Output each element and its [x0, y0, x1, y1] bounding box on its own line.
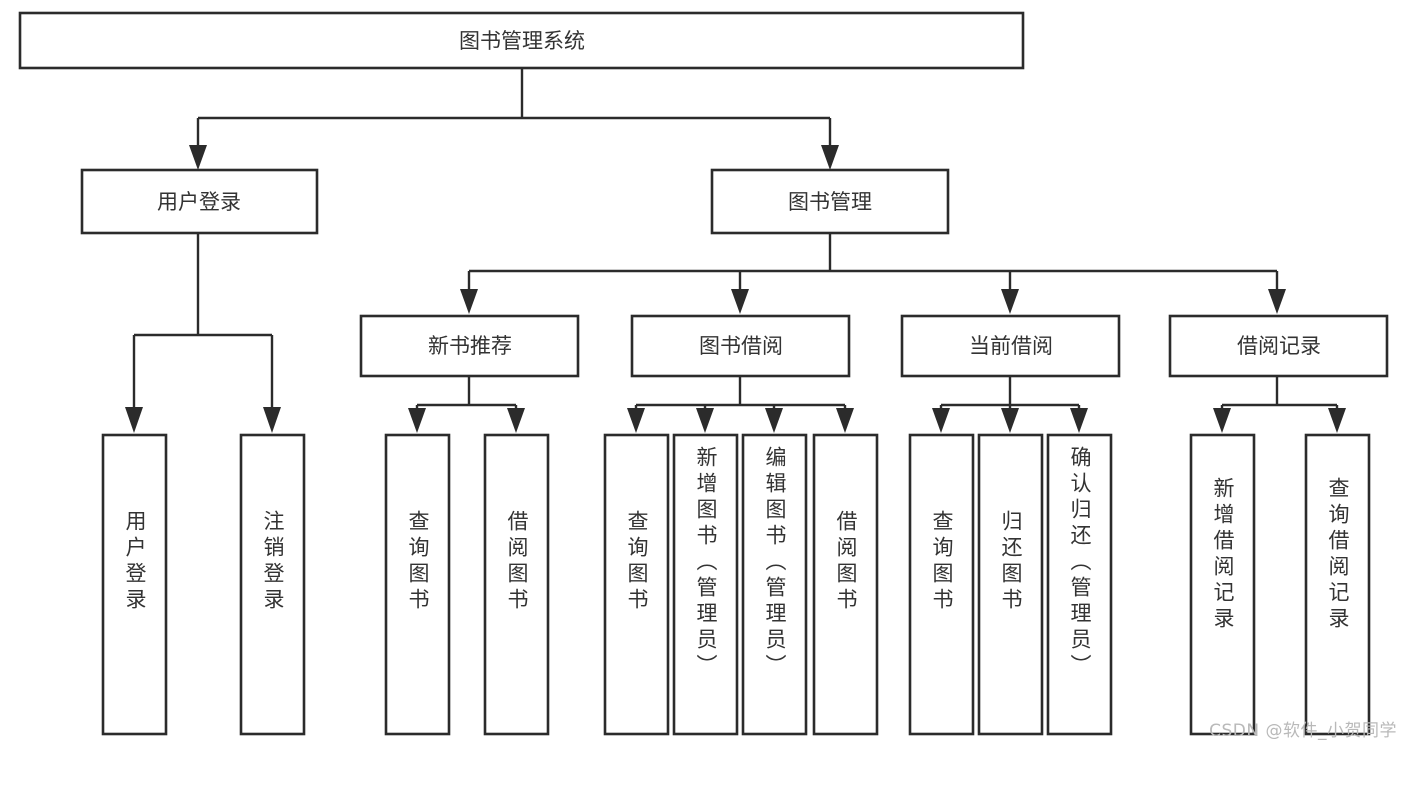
- node-current-borrow-box[interactable]: [900, 314, 1121, 378]
- node-leaf-return-book-box[interactable]: [977, 433, 1044, 736]
- arrowhead-book-management: [821, 145, 839, 170]
- nodes-group: 图书管理系统 用户登录 图书管理 新书推荐 图书借阅 当前借阅 借阅记录: [18, 11, 1389, 736]
- node-leaf-query-book-3-box[interactable]: [908, 433, 975, 736]
- arrowhead-leaf-user-login: [125, 407, 143, 433]
- arrowhead-leaf-borrow-book-1: [507, 408, 525, 433]
- arrowhead-leaf-edit-book: [765, 408, 783, 433]
- node-new-book-recommend-label: 新书推荐: [428, 334, 512, 358]
- node-leaf-edit-book-box[interactable]: [741, 433, 808, 736]
- diagram-canvas: 图书管理系统 用户登录 图书管理 新书推荐 图书借阅 当前借阅 借阅记录: [18, 11, 1397, 741]
- node-root-box[interactable]: [18, 11, 1025, 70]
- node-leaf-add-record-box[interactable]: [1189, 433, 1256, 736]
- arrowhead-leaf-add-book: [696, 408, 714, 433]
- node-book-management-box[interactable]: [710, 168, 950, 235]
- watermark-text: CSDN @软件_小贺同学: [1209, 721, 1397, 741]
- arrowhead-new-book-recommend: [460, 289, 478, 314]
- node-leaf-borrow-book-1-box[interactable]: [483, 433, 550, 736]
- node-leaf-confirm-return-box[interactable]: [1046, 433, 1113, 736]
- arrowhead-user-login: [189, 145, 207, 170]
- arrowhead-leaf-query-book-2: [627, 408, 645, 433]
- arrowhead-leaf-query-book-1: [408, 408, 426, 433]
- node-leaf-user-logout-box[interactable]: [239, 433, 306, 736]
- arrowhead-book-borrow: [731, 289, 749, 314]
- arrowhead-borrow-record: [1268, 289, 1286, 314]
- arrowhead-leaf-query-book-3: [932, 408, 950, 433]
- node-leaf-query-book-1-box[interactable]: [384, 433, 451, 736]
- node-leaf-query-book-2-box[interactable]: [603, 433, 670, 736]
- arrowhead-leaf-add-record: [1213, 408, 1231, 433]
- node-borrow-record-label: 借阅记录: [1237, 334, 1321, 358]
- arrowhead-leaf-borrow-book-2: [836, 408, 854, 433]
- node-borrow-record-box[interactable]: [1168, 314, 1389, 378]
- node-leaf-query-record-box[interactable]: [1304, 433, 1371, 736]
- node-leaf-user-login-box[interactable]: [101, 433, 168, 736]
- arrowhead-leaf-return-book: [1001, 408, 1019, 433]
- arrowhead-leaf-confirm-return: [1070, 408, 1088, 433]
- node-user-login-box[interactable]: [80, 168, 319, 235]
- node-new-book-recommend-box[interactable]: [359, 314, 580, 378]
- node-user-login-label: 用户登录: [157, 190, 241, 214]
- node-book-borrow-box[interactable]: [630, 314, 851, 378]
- arrowhead-current-borrow: [1001, 289, 1019, 314]
- connectors-group: [125, 68, 1346, 433]
- node-current-borrow-label: 当前借阅: [969, 334, 1053, 358]
- node-leaf-add-book-box[interactable]: [672, 433, 739, 736]
- arrowhead-leaf-user-logout: [263, 407, 281, 433]
- arrowhead-leaf-query-record: [1328, 408, 1346, 433]
- flowchart-svg: 图书管理系统 用户登录 图书管理 新书推荐 图书借阅 当前借阅 借阅记录: [18, 11, 1389, 736]
- node-leaf-borrow-book-2-box[interactable]: [812, 433, 879, 736]
- node-book-management-label: 图书管理: [788, 190, 872, 214]
- node-root-label: 图书管理系统: [459, 29, 585, 53]
- node-book-borrow-label: 图书借阅: [699, 334, 783, 358]
